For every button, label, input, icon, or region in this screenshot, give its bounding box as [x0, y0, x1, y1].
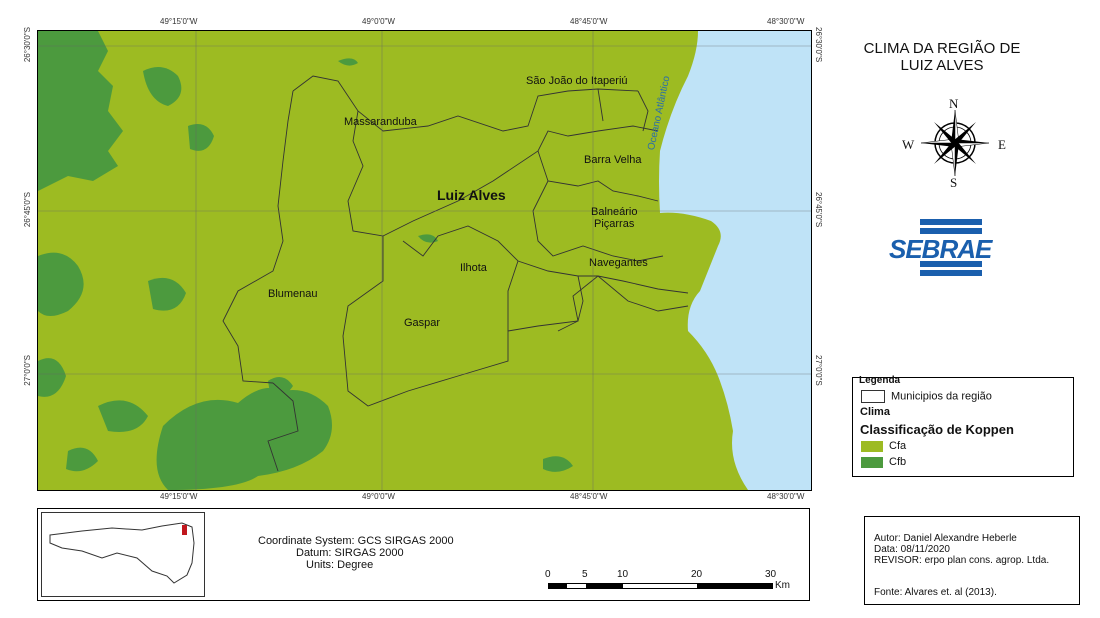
- ocean-area: [659, 31, 811, 490]
- scale-tick-0: 0: [545, 569, 551, 580]
- label-ilhota: Ilhota: [460, 262, 487, 274]
- municipality-boundaries: [222, 75, 689, 472]
- coord-top-1: 49°15'0"W: [160, 17, 198, 26]
- sebrae-stripes-icon: [920, 219, 982, 276]
- legend-classificacao: Classificação de Koppen: [860, 422, 1014, 437]
- label-sao-joao: São João do Itaperiú: [526, 75, 628, 87]
- legend-row-municipios: Municipios da região: [861, 390, 992, 403]
- scale-tick-30: 30: [765, 569, 777, 580]
- credits-revisor: REVISOR: erpo plan cons. agrop. Ltda.: [874, 555, 1050, 566]
- legend-row-cfb: Cfb: [861, 456, 906, 468]
- coord-left-1: 26°30'0"S: [23, 27, 32, 63]
- locator-map-canvas: [49, 522, 195, 584]
- map-title-line-1: CLIMA DA REGIÃO DE: [863, 40, 1021, 57]
- locator-map: [41, 512, 205, 597]
- compass-e: E: [998, 137, 1006, 152]
- coord-right-3: 27°0'0"S: [814, 355, 823, 386]
- legend-swatch-cfb: [861, 456, 883, 468]
- scale-tick-5: 5: [582, 569, 588, 580]
- scale-tick-20: 20: [691, 569, 703, 580]
- label-luiz-alves: Luiz Alves: [437, 187, 506, 203]
- compass-icon: [920, 109, 990, 177]
- coord-left-2: 26°45'0"S: [23, 192, 32, 228]
- compass-s: S: [950, 175, 958, 190]
- compass-n: N: [949, 96, 959, 111]
- legend-swatch-cfa: [861, 440, 883, 452]
- credits-author: Autor: Daniel Alexandre Heberle: [874, 533, 1017, 544]
- label-navegantes: Navegantes: [589, 257, 648, 269]
- coordinate-system: Coordinate System: GCS SIRGAS 2000: [258, 535, 454, 547]
- scale-seg-2: [586, 584, 623, 588]
- scale-bar: [548, 583, 773, 589]
- legend-swatch-municipios: [861, 390, 885, 403]
- credits-source: Fonte: Alvares et. al (2013).: [874, 587, 997, 598]
- coord-top-3: 48°45'0"W: [570, 17, 608, 26]
- legend-label-cfb: Cfb: [889, 456, 907, 468]
- label-massaranduba: Massaranduba: [344, 116, 417, 128]
- coord-bottom-2: 49°0'0"W: [362, 492, 395, 501]
- label-balneario: Balneário: [591, 206, 638, 218]
- coord-bottom-1: 49°15'0"W: [160, 492, 198, 501]
- legend-label-cfa: Cfa: [889, 440, 907, 452]
- coordinate-units: Units: Degree: [306, 559, 374, 571]
- credits-box: Autor: Daniel Alexandre Heberle Data: 08…: [864, 516, 1080, 605]
- coord-right-2: 26°45'0"S: [814, 192, 823, 228]
- coord-bottom-4: 48°30'0"W: [767, 492, 805, 501]
- label-gaspar: Gaspar: [404, 317, 441, 329]
- legend-label-municipios: Municipios da região: [891, 390, 992, 403]
- coord-bottom-3: 48°45'0"W: [570, 492, 608, 501]
- cfb-areas: [38, 31, 573, 490]
- legend-clima: Clima: [860, 406, 890, 418]
- map-canvas: [38, 31, 811, 490]
- scale-seg-1: [549, 584, 567, 588]
- sebrae-logo: SEBRAE: [887, 217, 1017, 282]
- scale-unit: Km: [775, 580, 790, 591]
- scale-tick-10: 10: [617, 569, 629, 580]
- label-blumenau: Blumenau: [268, 288, 318, 300]
- coord-top-4: 48°30'0"W: [767, 17, 805, 26]
- santa-catarina-shape: [49, 522, 195, 584]
- coord-top-2: 49°0'0"W: [362, 17, 395, 26]
- legend-title: Legenda: [859, 375, 901, 386]
- legend-box: Legenda Municipios da região Clima Class…: [852, 375, 1074, 477]
- scale-seg-3: [697, 584, 773, 588]
- graticule: [38, 31, 811, 490]
- compass-w: W: [902, 137, 915, 152]
- label-picarras: Piçarras: [594, 218, 635, 230]
- info-panel: Coordinate System: GCS SIRGAS 2000 Datum…: [37, 508, 810, 601]
- coord-right-1: 26°30'0"S: [814, 27, 823, 63]
- sebrae-logo-text: SEBRAE: [889, 234, 992, 264]
- compass-rose: [915, 100, 995, 185]
- label-barra-velha: Barra Velha: [584, 154, 642, 166]
- study-area-marker: [182, 525, 187, 535]
- legend-row-cfa: Cfa: [861, 440, 906, 452]
- coord-left-3: 27°0'0"S: [23, 355, 32, 386]
- map-title-line-2: LUIZ ALVES: [900, 57, 984, 74]
- map-frame: São João do Itaperiú Massaranduba Barra …: [37, 30, 812, 491]
- coordinate-datum: Datum: SIRGAS 2000: [296, 547, 404, 559]
- credits-date: Data: 08/11/2020: [874, 544, 950, 555]
